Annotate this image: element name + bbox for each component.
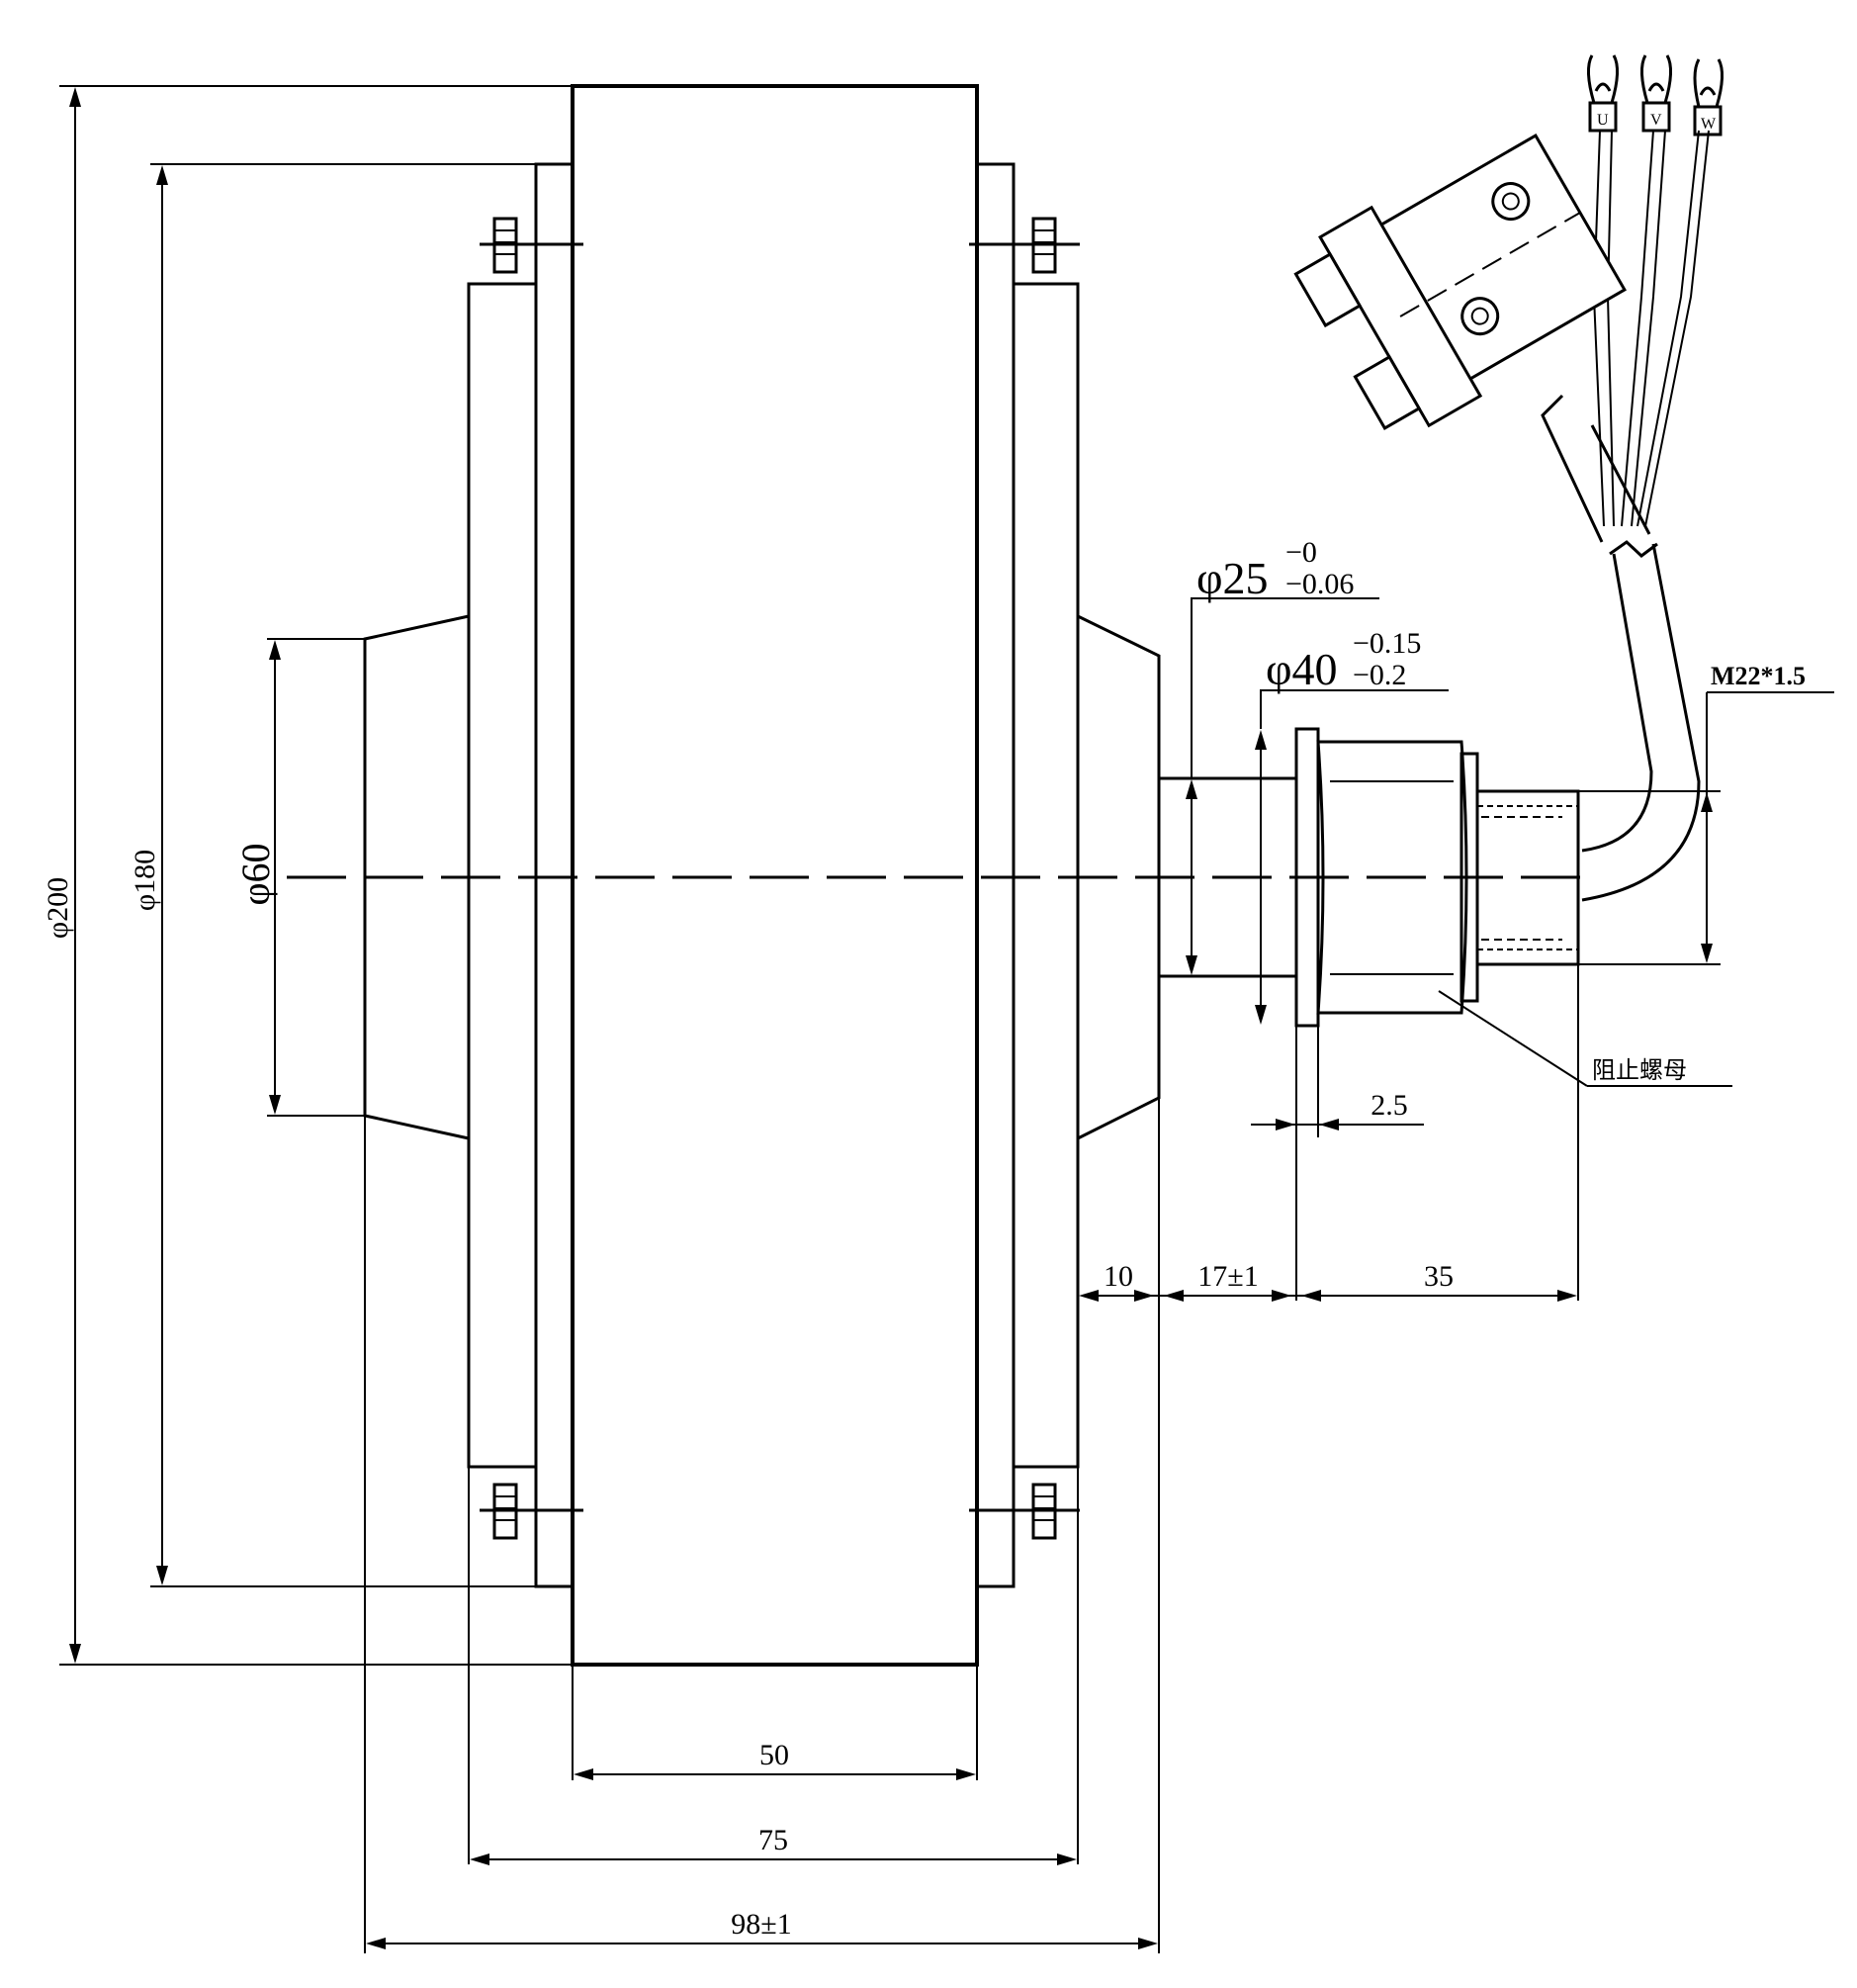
terminal-w: W <box>1693 58 1724 136</box>
dim-50: 50 <box>759 1739 789 1771</box>
dim-phi25-upper: −0 <box>1285 536 1317 569</box>
motor-cable <box>1581 543 1701 902</box>
phase-w-label: W <box>1701 116 1717 133</box>
dimension-labels: φ200 φ180 φ60 50 75 98±1 10 17±1 35 2.5 … <box>42 536 1806 1941</box>
bolt-top-left <box>480 217 583 274</box>
dim-phi180: φ180 <box>129 850 161 911</box>
right-side-cover <box>1012 282 1080 1469</box>
dim-phi60: φ60 <box>233 843 278 905</box>
dim-phi25-lower: −0.06 <box>1285 568 1354 600</box>
bolt-bottom-left <box>480 1483 583 1540</box>
phase-v-label: V <box>1650 112 1662 129</box>
phase-u-label: U <box>1597 112 1609 129</box>
wire-u <box>1592 130 1605 527</box>
dim-phi40-lower: −0.2 <box>1353 659 1406 691</box>
dim-m22: M22*1.5 <box>1711 662 1806 690</box>
hall-connector <box>1293 134 1627 430</box>
nut-label: 阻止螺母 <box>1592 1057 1687 1084</box>
wire-v <box>1621 130 1654 527</box>
left-side-cover <box>467 282 538 1469</box>
dim-2-5: 2.5 <box>1371 1089 1408 1122</box>
stop-nut <box>1316 740 1468 1015</box>
bolt-bottom-right <box>969 1483 1080 1540</box>
dim-35: 35 <box>1424 1260 1454 1293</box>
dim-10: 10 <box>1104 1260 1133 1293</box>
dim-phi200: φ200 <box>42 877 74 939</box>
wire-w <box>1636 130 1700 527</box>
bolts <box>480 217 1080 1540</box>
dim-98: 98±1 <box>731 1908 791 1941</box>
dim-75: 75 <box>758 1824 788 1856</box>
dim-phi40: φ40 <box>1266 644 1338 694</box>
terminal-u: U <box>1587 54 1619 133</box>
terminal-v: V <box>1640 54 1672 133</box>
dim-17: 17±1 <box>1197 1260 1258 1293</box>
dim-phi40-upper: −0.15 <box>1353 627 1421 660</box>
right-flange <box>975 162 1016 1588</box>
dim-phi25: φ25 <box>1196 553 1269 603</box>
left-flange <box>534 162 575 1588</box>
dimension-lines <box>59 85 1834 1953</box>
cable-assembly: U V W <box>1293 54 1724 902</box>
outer-rim <box>571 84 979 1667</box>
motor-body <box>287 84 1582 1667</box>
bolt-top-right <box>969 217 1080 274</box>
